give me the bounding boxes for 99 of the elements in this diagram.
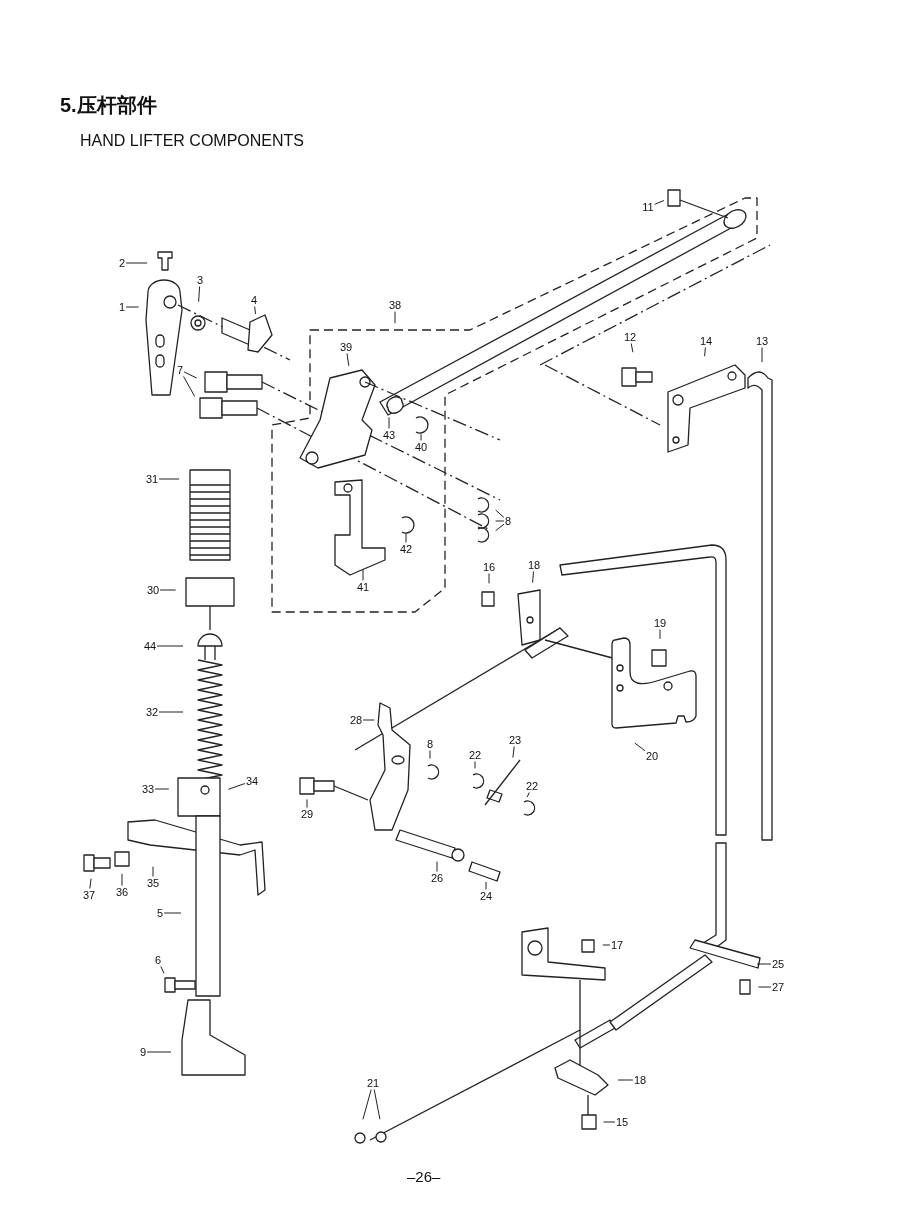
callout-number: 29 — [299, 807, 315, 821]
leader-line — [512, 746, 515, 759]
leader-line — [474, 761, 476, 769]
leader-line — [152, 866, 154, 877]
callout-number: 39 — [338, 340, 354, 354]
leader-line — [405, 532, 407, 543]
leader-line — [495, 523, 505, 532]
callout-number: 15 — [614, 1115, 630, 1129]
leader-line — [429, 750, 431, 760]
leader-line — [198, 286, 201, 303]
leader-line — [757, 986, 772, 988]
leader-line — [158, 711, 184, 713]
callout-number: 9 — [138, 1045, 148, 1059]
callout-number: 16 — [481, 560, 497, 574]
callout-number: 41 — [355, 580, 371, 594]
callout-number: 3 — [195, 273, 205, 287]
leader-line — [495, 509, 505, 518]
leader-line — [163, 912, 182, 914]
leader-line — [495, 520, 505, 522]
callout-number: 8 — [425, 737, 435, 751]
callout-number: 31 — [144, 472, 160, 486]
callout-number: 22 — [467, 748, 483, 762]
leader-line — [373, 1089, 381, 1120]
callout-number: 21 — [365, 1076, 381, 1090]
leader-line — [532, 571, 534, 584]
leader-line — [659, 629, 661, 640]
callout-number: 7 — [175, 363, 185, 377]
callout-number: 18 — [526, 558, 542, 572]
callout-number: 19 — [652, 616, 668, 630]
leader-line — [146, 1051, 172, 1053]
leader-line — [634, 742, 646, 752]
callout-number: 12 — [622, 330, 638, 344]
leader-line — [227, 783, 246, 790]
leader-line — [362, 1089, 372, 1120]
leader-line — [346, 353, 350, 367]
callout-number: 43 — [381, 428, 397, 442]
callout-number: 35 — [145, 876, 161, 890]
callout-number: 37 — [81, 888, 97, 902]
callout-number: 24 — [478, 889, 494, 903]
leader-line — [602, 944, 611, 946]
callout-number: 28 — [348, 713, 364, 727]
leader-line — [485, 881, 487, 890]
page-number: –26– — [407, 1168, 441, 1185]
callout-number: 27 — [770, 980, 786, 994]
callout-number: 11 — [641, 200, 655, 214]
callout-number: 26 — [429, 871, 445, 885]
callout-number: 18 — [632, 1073, 648, 1087]
leader-line — [388, 416, 390, 429]
leader-line — [159, 589, 177, 591]
callout-number: 8 — [503, 514, 513, 528]
callout-number: 23 — [507, 733, 523, 747]
leader-line — [436, 861, 438, 872]
leader-line — [617, 1079, 634, 1081]
leader-line — [704, 347, 706, 357]
leader-line — [526, 792, 530, 798]
leader-line — [654, 200, 665, 205]
callout-number: 2 — [117, 256, 127, 270]
subtitle: HAND LIFTER COMPONENTS — [80, 132, 304, 150]
callout-number: 13 — [754, 334, 770, 348]
callout-number: 1 — [117, 300, 127, 314]
leader-line — [154, 788, 170, 790]
callout-number: 38 — [387, 298, 403, 312]
leader-line — [89, 878, 92, 889]
callout-number: 32 — [144, 705, 160, 719]
callout-number: 44 — [142, 639, 158, 653]
callout-number: 33 — [140, 782, 156, 796]
leader-line — [254, 306, 256, 315]
leader-line — [121, 873, 123, 886]
callout-number: 14 — [698, 334, 714, 348]
leader-line — [306, 798, 308, 808]
leader-line — [160, 966, 165, 974]
leader-line — [630, 343, 634, 353]
callout-number: 4 — [249, 293, 259, 307]
callout-number: 36 — [114, 885, 130, 899]
callout-number: 22 — [524, 779, 540, 793]
leader-line — [183, 376, 196, 397]
callout-number: 5 — [155, 906, 165, 920]
callout-number: 30 — [145, 583, 161, 597]
leader-line — [603, 1121, 616, 1123]
leader-line — [362, 719, 375, 721]
title: 5.压杆部件 — [60, 93, 157, 118]
leader-line — [156, 645, 184, 647]
callout-number: 20 — [644, 749, 660, 763]
leader-line — [125, 262, 148, 264]
callout-number: 40 — [413, 440, 429, 454]
leader-line — [761, 347, 763, 363]
callout-number: 34 — [244, 774, 260, 788]
leader-line — [362, 568, 364, 581]
callout-number: 17 — [609, 938, 625, 952]
callout-number: 6 — [153, 953, 163, 967]
callout-number: 25 — [770, 957, 786, 971]
leader-line — [158, 478, 180, 480]
leader-line — [394, 311, 396, 324]
leader-line — [183, 371, 198, 379]
leader-line — [420, 433, 422, 441]
leader-line — [756, 963, 772, 965]
leader-line — [125, 306, 140, 308]
leader-line — [488, 573, 490, 584]
callout-number: 42 — [398, 542, 414, 556]
